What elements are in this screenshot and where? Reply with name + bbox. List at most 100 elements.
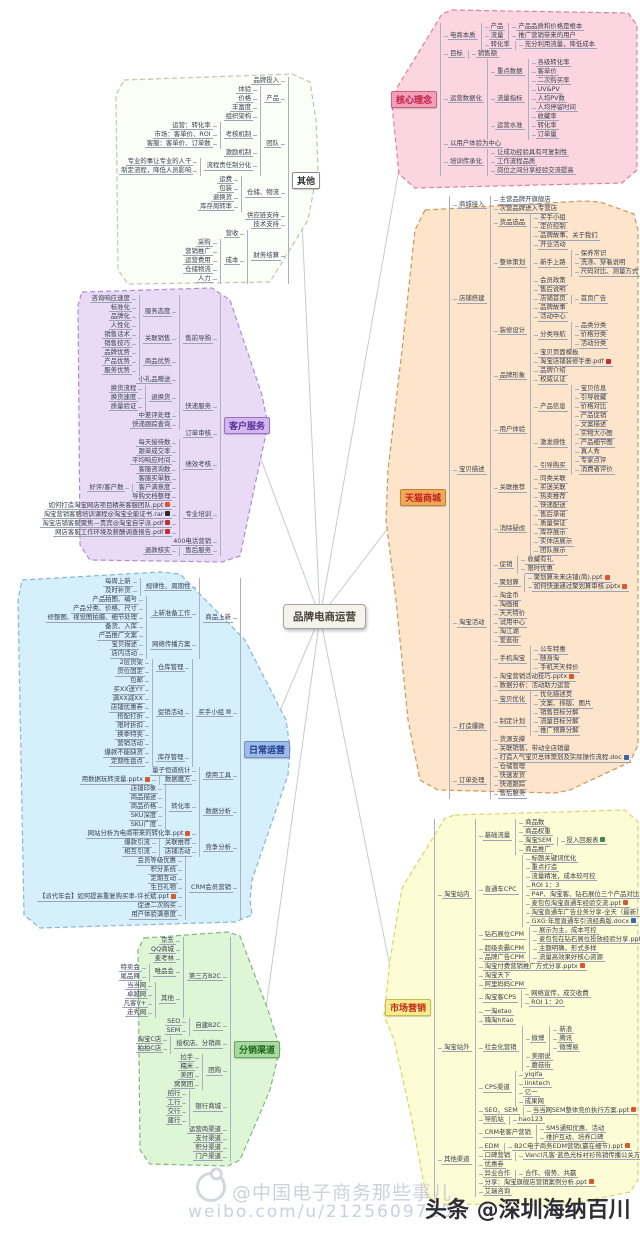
node-children: 2层货架货位固定 (115, 658, 153, 677)
node-label: 技术支持 (251, 219, 281, 230)
mindmap-node: 库存周转率 (198, 202, 238, 212)
node-label: 库存管理 (155, 752, 186, 763)
node-label: 修整图、视觉图拍摄、细节处理 (45, 613, 140, 623)
node-label: 让成功经验具有可复制性 (494, 147, 570, 158)
ppt-file-icon (604, 574, 610, 580)
node-label: 其他渠道 (442, 1155, 472, 1165)
node-label: SEO、SEM (482, 1105, 520, 1116)
node-label: 糯米 (178, 1061, 196, 1072)
mindmap-node: 换货流程换货速度质量验证退换货中差评处理快递跟踪查询快递服务 (108, 383, 217, 430)
node-label: 激励机制 (223, 147, 254, 158)
node-label: 订单量 (535, 129, 559, 140)
node-children: 咨询响应速度标准化品牌化人性化 (89, 293, 140, 331)
mindmap-node: 小礼品赠送 (136, 375, 176, 385)
mindmap-node: SEM (164, 1026, 187, 1036)
doc-file-icon (631, 918, 637, 924)
node-label: 成本 (223, 255, 241, 266)
node-label: 淘宝SEM (523, 835, 554, 846)
node-label: 转化率 (535, 120, 559, 131)
node-label: 【派代年会】如何提高重复购买率-许长斌.ppt (37, 892, 178, 902)
node-label: 仓库管理 (155, 662, 186, 673)
node-children: 咨询响应速度标准化品牌化人性化服务态度销售话术销售技巧关联销售品牌优势产品优势服… (89, 293, 181, 385)
node-label: 淘宝付费营销推广方式分享.pptx (482, 962, 587, 972)
mindmap-node: 体验价格丰富度产品 (230, 84, 285, 113)
node-children: 招行工行交行建行 (165, 1089, 191, 1126)
node-label: 整体策划 (497, 258, 528, 268)
mindmap-node: 推广预算分解 (534, 726, 581, 736)
node-label: 宝贝描述 (457, 465, 487, 475)
node-label: 第三方B2C (186, 971, 223, 982)
mindmap-node: 转化率充分利用流量，降低成本 (485, 40, 598, 50)
node-label: 麦包包在钻石展位投放经验分享.pptx (536, 935, 640, 945)
node-children: 快递配送售后承诺质量保证库存展示实体店展示团队展示 (530, 501, 575, 556)
note-file-icon (225, 709, 231, 715)
node-label: 换货流程 (108, 383, 139, 394)
node-label: 制定流程，降低人员影响 (119, 165, 194, 176)
mindmap-node: 建行 (165, 1116, 187, 1126)
node-label: 关联推荐 (497, 483, 528, 493)
branch-label-tmall: 天猫商城 (400, 489, 447, 506)
mindmap-node: 品牌形象品牌介绍权威认证 (494, 366, 640, 385)
node-label: 艾瑞咨询 (482, 1186, 513, 1197)
node-label: 投入回报表 (564, 836, 608, 846)
node-label: 目标 (448, 48, 465, 59)
node-label: 销售话术 (102, 329, 132, 340)
node-label: 直通车CPC (482, 885, 519, 895)
node-label: 活动中心 (538, 312, 568, 322)
node-children: 店铺首页首页广告品牌故事活动中心分类导航品类分类价格分类活动分类宝贝页面模板淘宝… (530, 294, 613, 367)
mindmap-node: 好评/客户数 (87, 482, 129, 493)
node-label: 其他 (159, 994, 176, 1004)
mindmap-node: 尺码对比、测量方式 (575, 267, 640, 277)
mindmap-node: 手机淘宝公车特惠随身淘手机天天特价 (494, 645, 630, 673)
node-label: 品牌化 (108, 311, 132, 322)
node-label: 商品权重 (523, 826, 553, 837)
node-label: 阿里妈妈CPM (482, 979, 526, 990)
mindmap-node: 售后服务 (494, 789, 528, 799)
node-label: 体验 (236, 84, 254, 95)
node-label: 数据分析 (203, 806, 233, 817)
node-label: QQ商城 (149, 944, 176, 955)
node-children: 用户体验产品信息宝贝信息引导收藏价格对比产品促销文案描述激发感性实物大小图产品细… (489, 384, 615, 556)
mindmap-node: 拍拍C店 (135, 1044, 168, 1054)
node-label: 买手小组 (196, 708, 233, 718)
node-label: 咨询响应速度 (89, 293, 132, 304)
mindmap-node: 装修设计店铺首页首页广告品牌故事活动中心分类导航品类分类价格分类活动分类宝贝页面… (494, 294, 640, 367)
node-label: 爱逛街 (497, 636, 521, 646)
node-label: 品牌广告CPM (482, 952, 526, 963)
mindmap-node: 微博易 (553, 1043, 581, 1053)
node-label: 窝窝团 (172, 1079, 196, 1090)
mindmap-node: 培训传承化让成功经验具有可复制性工作流程品质岗位之间分享经验交流提高 (444, 147, 597, 176)
mindmap-node: 品牌优势产品优势服务优势商品优势 (102, 347, 176, 376)
region-tmall: 天猫商城商城接入主营品牌开旗舰店次营品牌进入专营店店铺搭建货品选品买手小组定价控… (400, 195, 640, 799)
node-children: 展示为主，成本可控麦包包在钻石展位投放经验分享.pptx (528, 926, 640, 945)
node-children: 爆款引流关联推荐相互引流店铺活动 (122, 838, 201, 857)
node-label: 蘑菇街 (529, 1060, 553, 1071)
node-label: 交行 (165, 1106, 183, 1117)
ppt-file-icon (622, 583, 628, 589)
node-label: 装修设计 (497, 325, 528, 336)
ppt-file-icon (588, 1179, 594, 1185)
node-label: 服务态度 (142, 307, 173, 317)
mindmap-node: 销售话术销售技巧关联销售 (102, 329, 176, 349)
node-label: 品牌优势 (102, 347, 132, 358)
node-label: 社会化营销 (482, 1042, 519, 1053)
node-children: 货品选品买手小组定价控制整体策划品牌故事、关于我们开业活动新手上路保养常识洗涤、… (489, 213, 640, 385)
mindmap-node: 淘宝C店拍拍C店授权店、分销商 (135, 1035, 227, 1054)
node-label: 商品数 (523, 817, 547, 828)
mindmap-node: 【派代年会】如何提高重复购买率-许长斌.ppt (37, 892, 182, 902)
mindmap-node: 制定计划销售目标分解流量目标分解推广预算分解 (494, 708, 631, 736)
node-children: 特卖会尾品网 (118, 963, 150, 982)
node-label: 好评/客户数 (87, 482, 126, 493)
